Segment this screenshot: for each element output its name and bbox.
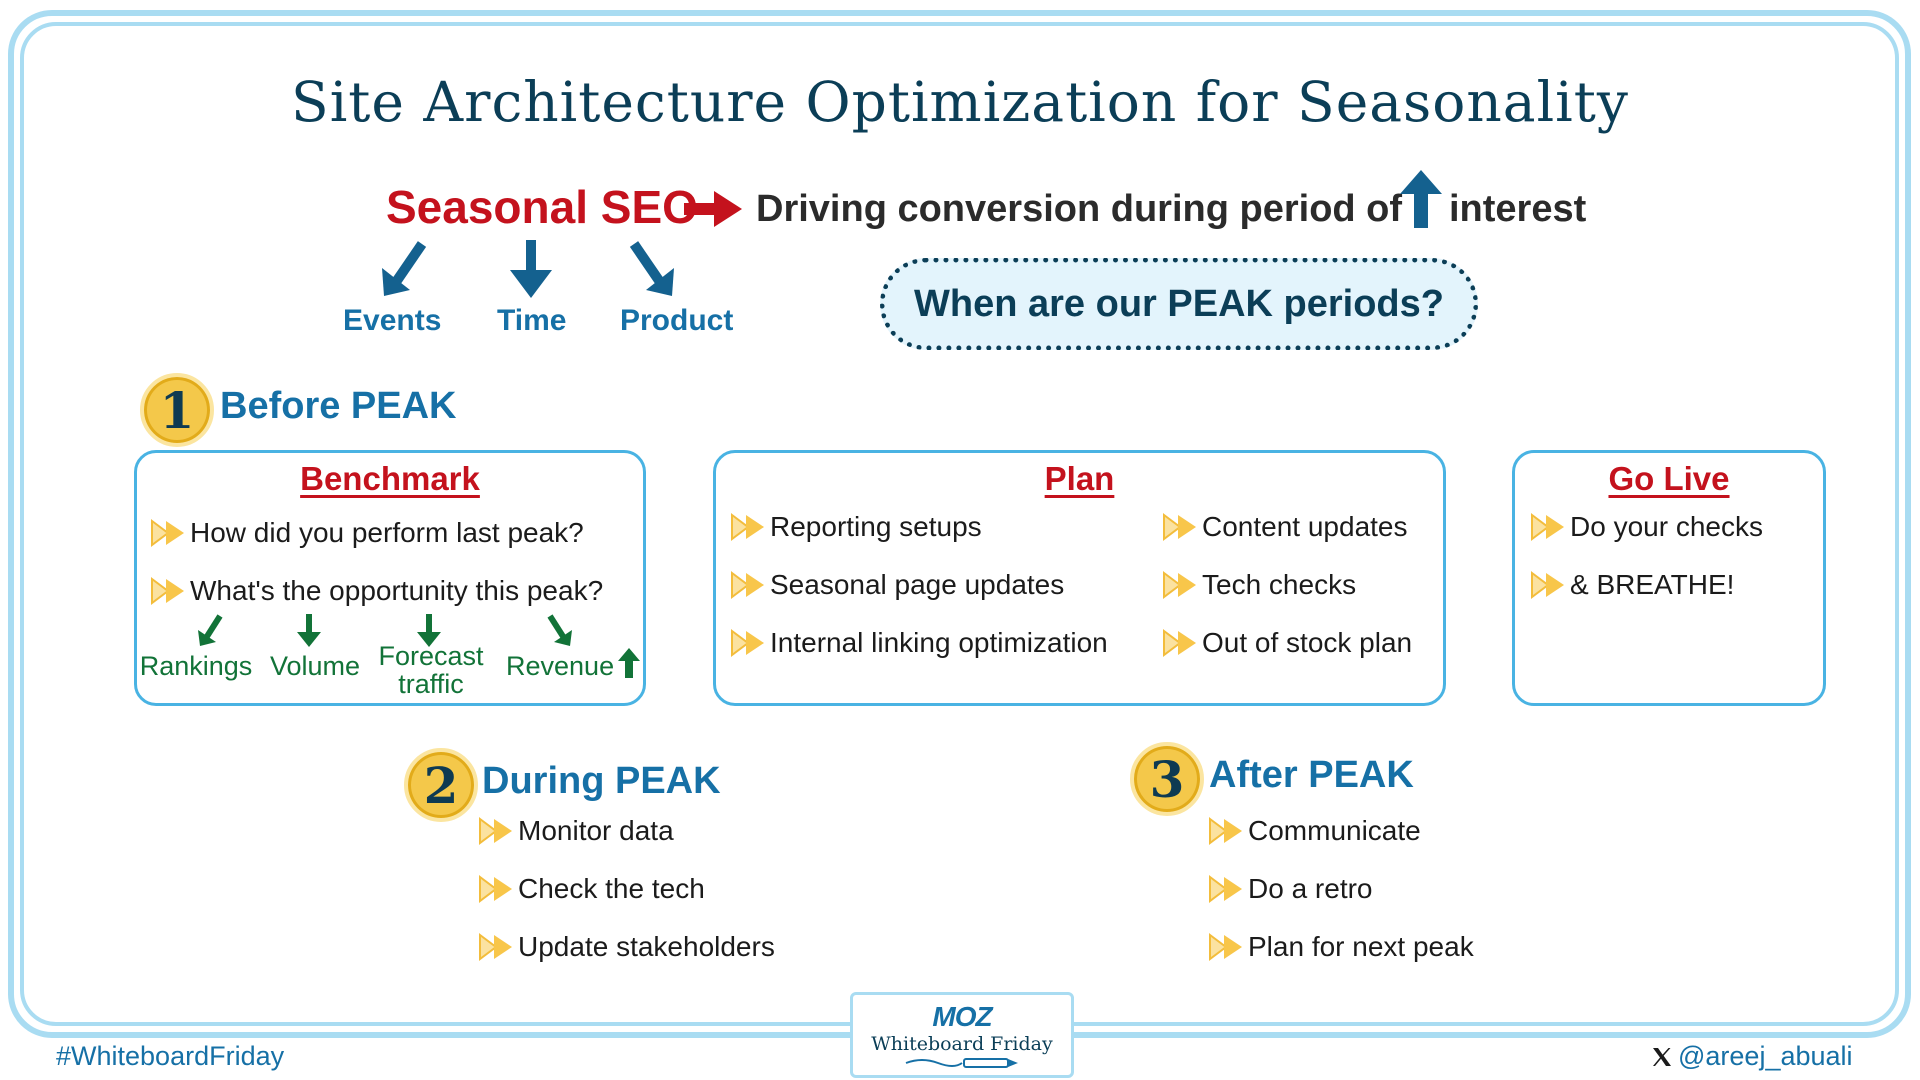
chevron-bullet-icon [731,572,765,598]
list-item: Communicate [1206,815,1421,847]
pen-icon [905,1058,1018,1068]
dimension-events: Events [343,304,442,337]
chevron-bullet-icon [479,876,513,902]
peak-question-bubble: When are our PEAK periods? [880,258,1478,350]
list-item: Out of stock plan [1160,627,1412,659]
down-left-arrow-icon [198,614,223,646]
x-logo-icon [1653,1047,1671,1066]
list-item: Update stakeholders [476,931,775,963]
down-arrow-icon [510,240,552,298]
metric-volume: Volume [269,651,361,681]
list-item: Tech checks [1160,569,1356,601]
up-arrow-icon [1400,170,1442,228]
footer-hashtag[interactable]: #WhiteboardFriday [56,1041,285,1071]
chevron-bullet-icon [1531,514,1565,540]
step-3-badge: 3 [1130,742,1204,816]
plan-card [713,450,1446,706]
list-item: Plan for next peak [1206,931,1474,963]
down-right-arrow-icon [629,241,674,296]
moz-logo-subtitle: Whiteboard Friday [871,1033,1053,1055]
step-1-title: Before PEAK [220,385,457,427]
chevron-bullet-icon [151,578,185,604]
chevron-bullet-icon [1209,934,1243,960]
seasonal-seo-label: Seasonal SEO [386,181,698,233]
list-item: Check the tech [476,873,705,905]
down-left-arrow-icon [382,241,427,296]
chevron-bullet-icon [1163,630,1197,656]
tagline-interest-text: interest [1449,188,1587,230]
step-2-badge: 2 [404,748,478,822]
chevron-bullet-icon [731,630,765,656]
list-item: What's the opportunity this peak? [148,575,603,607]
go-live-card [1512,450,1826,706]
list-item: Content updates [1160,511,1408,543]
step-2-title: During PEAK [482,760,721,802]
step-3-title: After PEAK [1209,754,1414,796]
metric-forecast-traffic: Forecast traffic [378,641,484,699]
dimension-product: Product [620,304,734,337]
go-live-heading: Go Live [1608,460,1730,497]
page-title: Site Architecture Optimization for Seaso… [291,70,1629,134]
list-item: Reporting setups [728,511,982,543]
chevron-bullet-icon [479,818,513,844]
plan-heading: Plan [1044,460,1115,497]
list-item: Seasonal page updates [728,569,1064,601]
footer-handle[interactable]: @areej_abuali [1650,1041,1853,1072]
list-item: How did you perform last peak? [148,517,584,549]
benchmark-heading: Benchmark [300,460,480,497]
chevron-bullet-icon [1531,572,1565,598]
metric-rankings: Rankings [139,651,253,681]
down-right-arrow-icon [547,614,572,646]
benchmark-card [134,450,646,706]
right-arrow-icon [684,191,742,227]
chevron-bullet-icon [479,934,513,960]
list-item: Do a retro [1206,873,1373,905]
metric-revenue: Revenue [506,651,615,681]
moz-logo-text: MOZ [932,1001,992,1032]
chevron-bullet-icon [1209,876,1243,902]
list-item: Internal linking optimization [728,627,1108,659]
chevron-bullet-icon [1209,818,1243,844]
list-item: Monitor data [476,815,674,847]
down-arrow-icon [417,614,441,647]
chevron-bullet-icon [151,520,185,546]
step-1-badge: 1 [140,373,214,447]
down-arrow-icon [297,614,321,647]
dimension-time: Time [497,304,567,337]
chevron-bullet-icon [731,514,765,540]
up-arrow-icon [618,648,640,678]
tagline-text: Driving conversion during period of [756,188,1403,230]
list-item: Do your checks [1528,511,1763,543]
moz-whiteboard-friday-logo: MOZ Whiteboard Friday [850,992,1074,1078]
chevron-bullet-icon [1163,514,1197,540]
chevron-bullet-icon [1163,572,1197,598]
list-item: & BREATHE! [1528,569,1734,601]
